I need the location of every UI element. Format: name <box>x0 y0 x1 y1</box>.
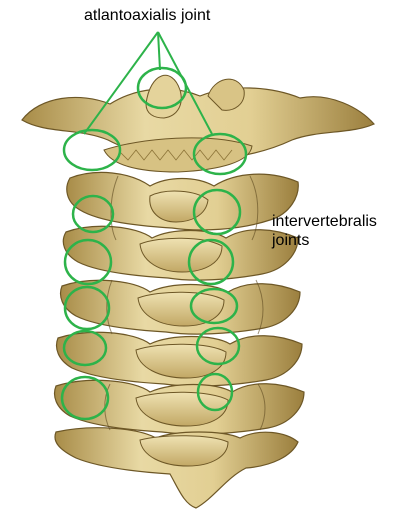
atlantoaxial-circle-left <box>62 128 122 172</box>
intervertebral-circle-left-2 <box>63 238 113 286</box>
intervertebral-circle-left-3 <box>63 285 111 331</box>
intervertebral-circle-right-1 <box>192 188 242 236</box>
atlantoaxial-joint-circles <box>62 66 248 176</box>
atlantoaxial-circle-center <box>136 66 188 110</box>
dens-process <box>145 74 182 119</box>
intervertebral-circle-left-1 <box>71 194 115 234</box>
atlantoaxial-circle-right <box>192 132 248 176</box>
intervertebral-label-line2: joints <box>272 232 310 249</box>
intervertebral-circle-left-5 <box>60 375 110 421</box>
intervertebral-circle-right-4 <box>195 326 241 366</box>
intervertebral-circle-left-4 <box>62 329 108 367</box>
intervertebral-circle-right-2 <box>187 238 235 286</box>
atlantoaxial-label: atlantoaxialis joint <box>84 7 211 24</box>
intervertebral-label: intervertebralis joints <box>272 212 377 250</box>
intervertebral-label-line1: intervertebralis <box>272 213 377 230</box>
intervertebral-joint-circles <box>60 188 242 421</box>
intervertebral-circle-right-5 <box>196 372 234 412</box>
intervertebral-circle-right-3 <box>189 287 239 325</box>
